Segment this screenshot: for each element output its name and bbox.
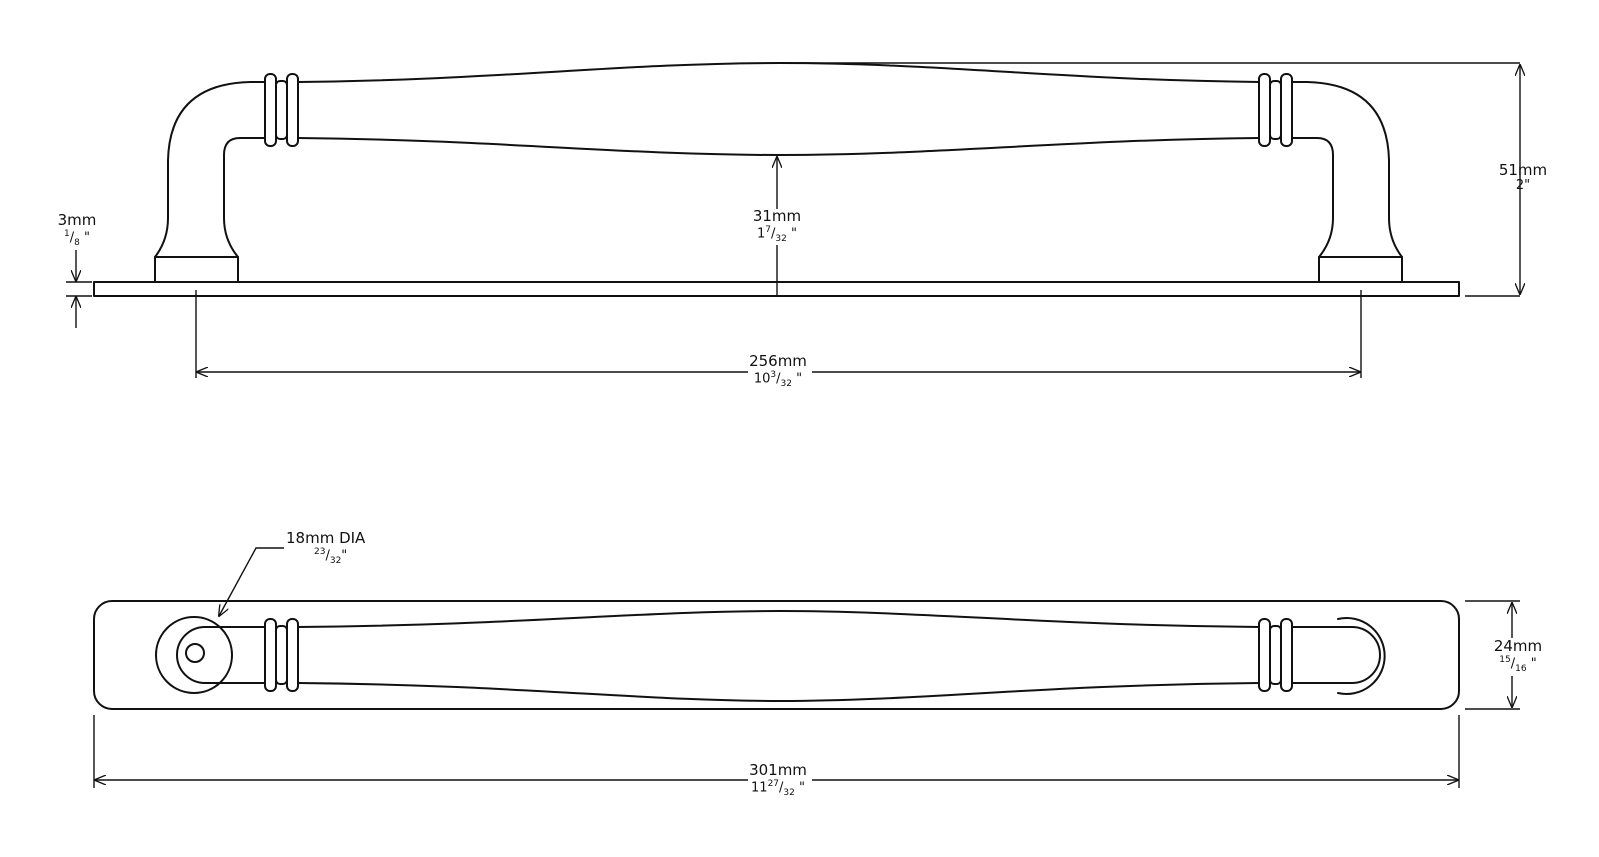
centers-inch: 103/32 " (753, 370, 803, 390)
left-post-outer (154, 81, 266, 258)
width-label: 24mm 15/16 " (1488, 637, 1548, 675)
clearance-inch: 17/32 " (757, 225, 797, 245)
left-collar (264, 73, 299, 147)
bar-bottom-edge-plan (297, 682, 1260, 702)
left-foot (154, 256, 239, 283)
width-inch: 15/16 " (1499, 655, 1537, 675)
height-inch: 2" (1515, 178, 1531, 194)
backplate-top (93, 600, 1460, 710)
height-label: 51mm 2" (1493, 161, 1553, 194)
bar-top-edge-plan (297, 610, 1260, 628)
centers-mm: 256mm (749, 352, 807, 370)
diameter-label: 18mm DIA 23/32" (286, 529, 376, 567)
length-inch: 1127/32 " (751, 779, 805, 799)
right-foot (1318, 256, 1403, 283)
width-mm: 24mm (1493, 637, 1543, 655)
height-mm: 51mm (1498, 161, 1548, 179)
right-post-inner (1291, 137, 1334, 258)
thickness-inch: 1/8 " (64, 229, 90, 249)
clearance-mm: 31mm (752, 207, 802, 225)
right-collar (1258, 73, 1293, 147)
thickness-mm: 3mm (57, 211, 97, 229)
right-neck (1291, 626, 1381, 684)
screw-hole (185, 643, 205, 663)
left-neck (176, 626, 266, 684)
left-base-circle (155, 616, 233, 694)
clearance-label: 31mm 17/32 " (747, 207, 807, 245)
left-post-inner (223, 137, 266, 258)
left-collar-top (264, 618, 299, 692)
thickness-label: 3mm 1/8 " (50, 211, 104, 249)
diameter-mm: 18mm DIA (286, 529, 366, 547)
right-post-outer (1291, 81, 1403, 258)
top-view-drawing (93, 547, 1520, 788)
right-collar-top (1258, 618, 1293, 692)
centers-label: 256mm 103/32 " (744, 352, 812, 390)
length-mm: 301mm (749, 761, 807, 779)
bar-bottom-edge (297, 137, 1260, 156)
diameter-leader (219, 547, 284, 616)
right-base-arc (1337, 617, 1386, 695)
side-view-drawing (66, 62, 1520, 378)
length-label: 301mm 1127/32 " (744, 761, 812, 799)
bar-top-edge (297, 62, 1260, 83)
diameter-inch: 23/32" (314, 547, 348, 567)
